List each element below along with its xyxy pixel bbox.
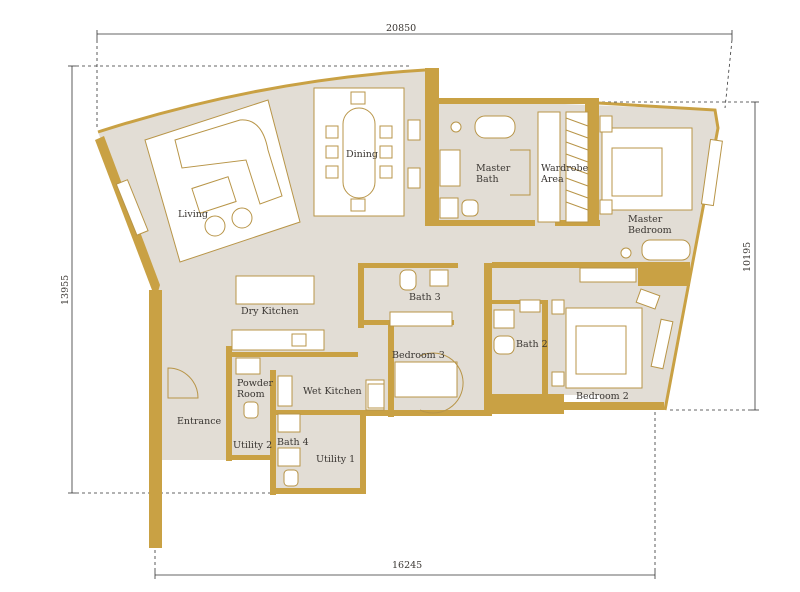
label-bath2: Bath 2 [516,339,548,350]
dim-top: 20850 [386,23,416,34]
dim-right: 10195 [742,242,753,272]
label-wardrobe-2: Area [540,174,564,185]
label-utility1: Utility 1 [316,454,355,465]
dry-kitchen-island [235,275,315,305]
label-living: Living [178,209,208,220]
dimension-lines [68,30,759,579]
label-entrance: Entrance [177,416,222,427]
furniture [115,87,723,487]
dim-bottom: 16245 [392,560,422,571]
label-bath4: Bath 4 [277,437,309,448]
label-dining: Dining [346,149,378,160]
dim-left: 13955 [60,275,71,305]
label-bedroom2: Bedroom 2 [576,391,629,402]
label-dry-kitchen: Dry Kitchen [241,306,299,317]
label-utility2: Utility 2 [233,440,272,451]
label-bath3: Bath 3 [409,292,441,303]
label-bedroom3: Bedroom 3 [392,350,445,361]
label-master-bedroom-1: Master [628,214,663,225]
label-wet-kitchen: Wet Kitchen [303,386,362,397]
label-powder-1: Powder [237,378,274,389]
label-wardrobe-1: Wardrobe [541,163,589,174]
label-master-bath-1: Master [476,163,511,174]
label-powder-2: Room [237,389,265,400]
room-labels: Living Dining Master Bath Wardrobe Area … [177,149,672,465]
dimension-labels: 20850 16245 13955 10195 [60,23,753,571]
label-master-bath-2: Bath [476,174,499,185]
label-master-bedroom-2: Bedroom [628,225,672,236]
